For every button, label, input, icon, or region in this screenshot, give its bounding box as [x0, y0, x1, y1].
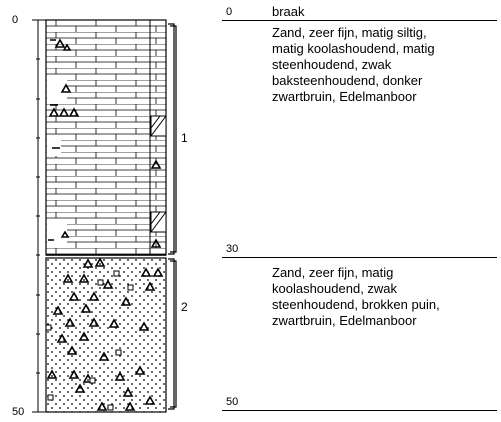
- rubble-symbols-unit-2: [46, 257, 164, 411]
- layer-2-depth-label: 30: [226, 243, 239, 255]
- unit-2-number: 2: [181, 300, 188, 314]
- log-top-depth-label: 0: [12, 14, 19, 26]
- layer-1-description: Zand, zeer fijn, matig siltig, matig koo…: [272, 25, 435, 104]
- unit-1-number: 1: [181, 131, 188, 145]
- bottom-depth-label: 50: [226, 396, 239, 408]
- log-bottom-depth-label: 50: [12, 406, 25, 418]
- rubble-symbols: [48, 38, 162, 248]
- bottom-line: [222, 410, 497, 411]
- layer-1-land-use: braak: [272, 4, 305, 19]
- layer-1-top-line: [222, 20, 497, 21]
- unit-brackets: [168, 23, 177, 410]
- layer-2-description: Zand, zeer fijn, matig koolashoudend, zw…: [272, 265, 440, 328]
- layer-1-depth-label: 0: [226, 6, 233, 18]
- layer-2-top-line: [222, 257, 497, 258]
- unit-1-column: [45, 19, 167, 256]
